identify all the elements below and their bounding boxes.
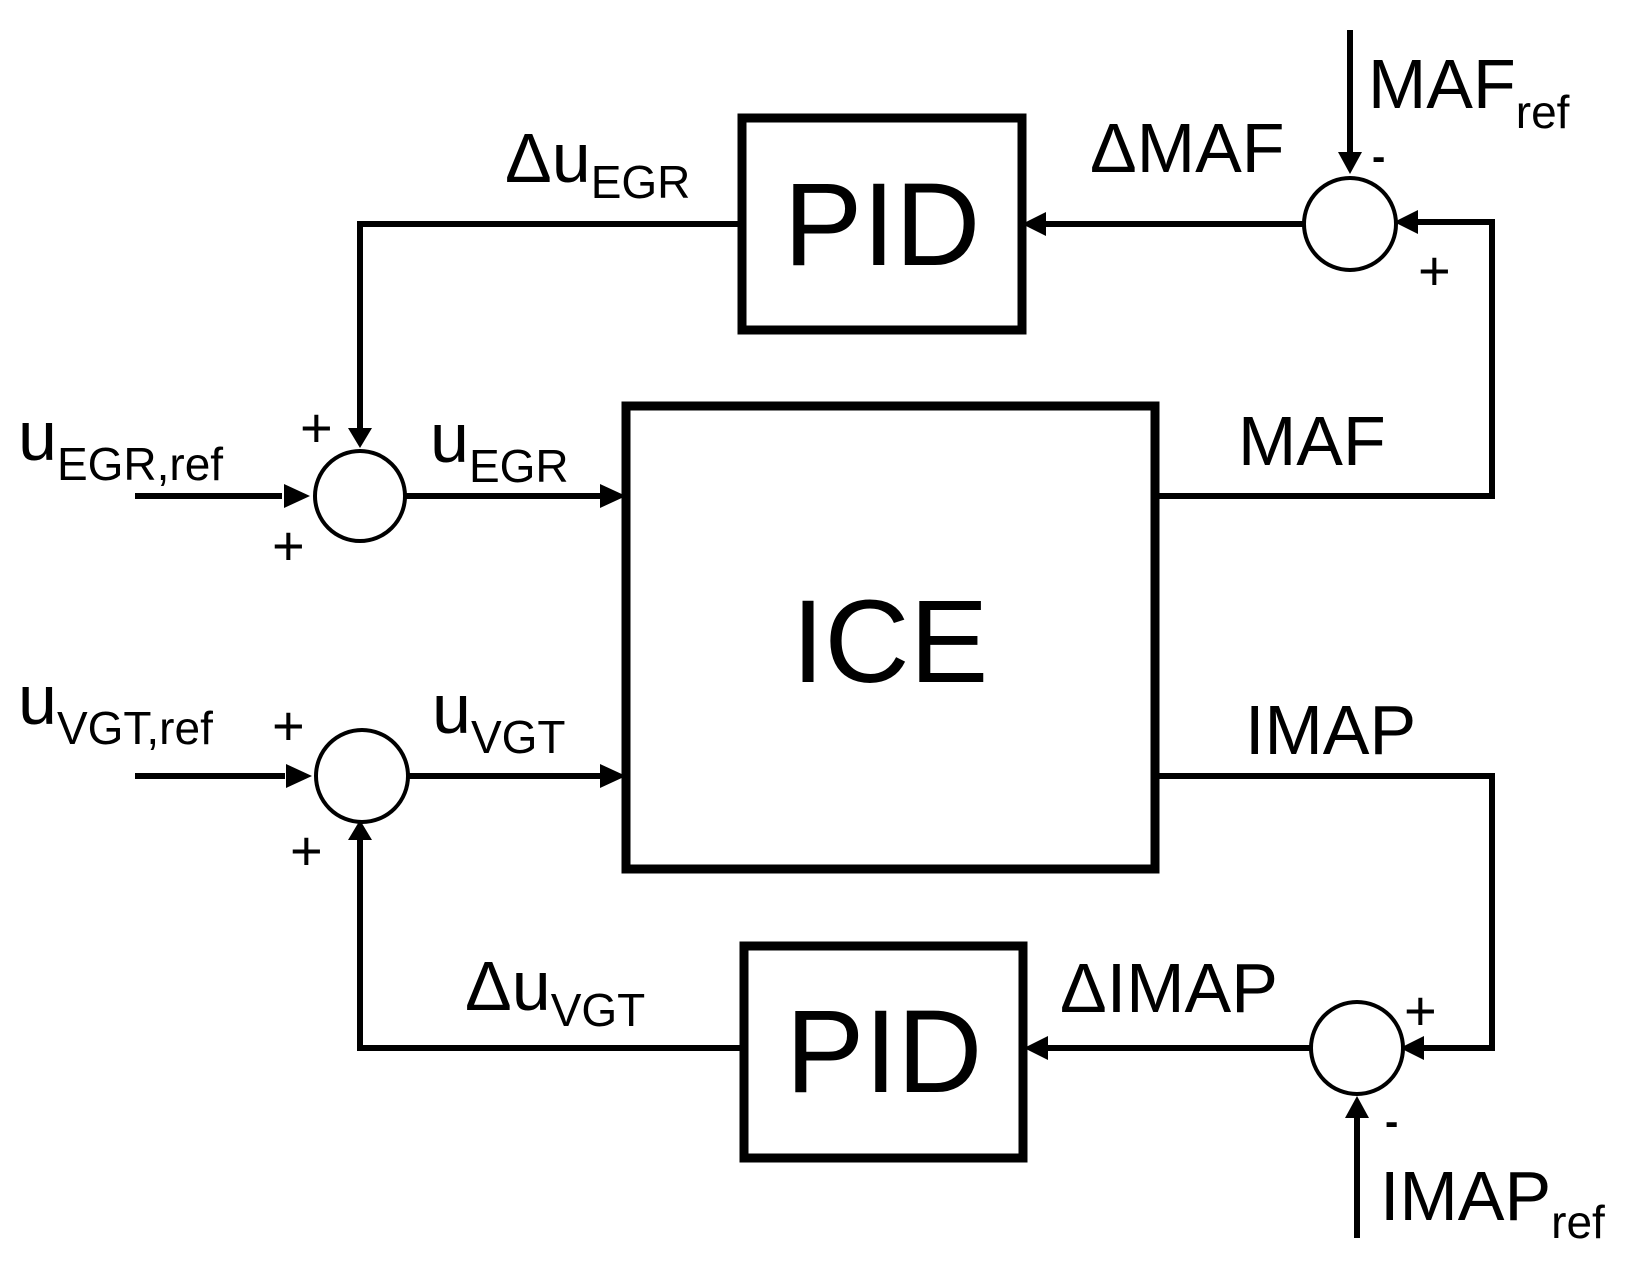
maf-ref-label: MAFref xyxy=(1368,45,1570,138)
arrowhead-into-vgt-sum xyxy=(348,820,372,840)
delta-imap-label: ΔIMAP xyxy=(1060,949,1278,1027)
arrowhead-u-vgt-ref xyxy=(286,764,312,788)
pid-top-block xyxy=(737,113,1027,335)
wire-delta-u-egr xyxy=(357,221,742,430)
vgt-sum-plus-top: + xyxy=(272,694,305,757)
wire-imap-feedback xyxy=(1155,773,1495,1051)
ice-block xyxy=(621,401,1160,874)
wire-maf-feedback xyxy=(1155,219,1495,499)
egr-sum-plus-top: + xyxy=(300,396,333,459)
imap-sum-plus: + xyxy=(1404,979,1437,1042)
arrowhead-into-pid-bottom xyxy=(1024,1036,1048,1060)
u-egr-ref-label: uEGR,ref xyxy=(18,397,223,490)
arrowhead-u-egr-ref xyxy=(284,484,310,508)
maf-sum-plus: + xyxy=(1418,239,1451,302)
imap-summing-junction xyxy=(1309,1000,1405,1096)
pid-bottom-block xyxy=(739,941,1028,1163)
imap-sum-minus: - xyxy=(1385,1100,1398,1144)
arrowhead-u-egr xyxy=(600,484,626,508)
delta-u-vgt-label: ΔuVGT xyxy=(465,947,645,1036)
arrowhead-imap-feedback xyxy=(1400,1036,1424,1060)
delta-maf-label: ΔMAF xyxy=(1090,109,1285,187)
ice-label: ICE xyxy=(792,576,989,708)
imap-label: IMAP xyxy=(1245,691,1416,769)
wire-delta-u-vgt xyxy=(357,838,742,1051)
arrowhead-maf-ref xyxy=(1338,152,1362,174)
imap-ref-label: IMAPref xyxy=(1380,1157,1605,1248)
maf-summing-junction xyxy=(1302,176,1398,272)
pid-top-label: PID xyxy=(784,159,981,291)
pid-bottom-label: PID xyxy=(786,986,983,1118)
delta-u-egr-label: ΔuEGR xyxy=(505,119,690,208)
vgt-sum-plus-bottom: + xyxy=(290,819,323,882)
arrowhead-imap-ref xyxy=(1345,1096,1369,1118)
arrowhead-into-pid-top xyxy=(1022,212,1046,236)
egr-sum-plus-bottom: + xyxy=(272,514,305,577)
maf-label: MAF xyxy=(1238,402,1386,480)
vgt-summing-junction xyxy=(314,728,410,824)
arrowhead-into-egr-sum xyxy=(348,428,372,448)
maf-sum-minus: - xyxy=(1372,135,1385,179)
arrowhead-u-vgt xyxy=(600,764,626,788)
u-vgt-ref-label: uVGT,ref xyxy=(18,661,213,754)
u-vgt-label: uVGT xyxy=(432,670,566,763)
egr-summing-junction xyxy=(313,449,407,543)
u-egr-label: uEGR xyxy=(430,399,569,492)
arrowhead-maf-feedback xyxy=(1394,210,1418,234)
